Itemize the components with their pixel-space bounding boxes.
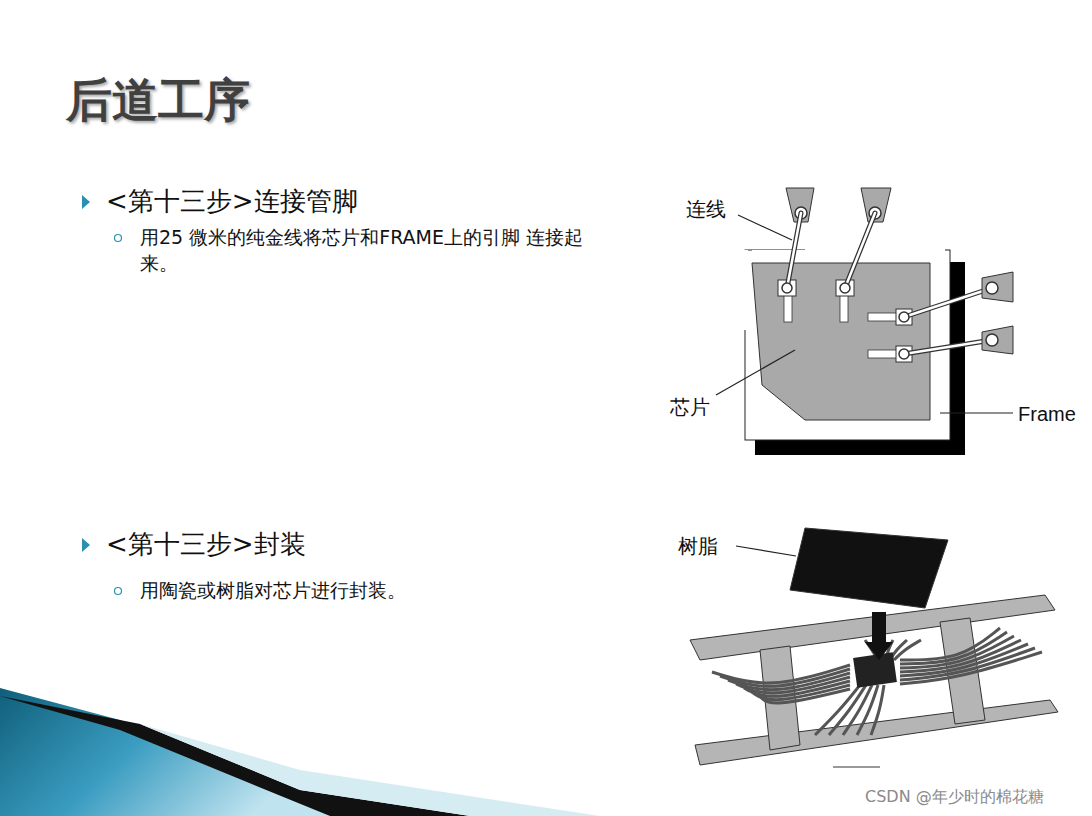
- packaging-figure: [690, 528, 1058, 767]
- chip: [752, 263, 930, 420]
- part-label: 连线: [686, 196, 726, 223]
- bullet-marker: [82, 538, 90, 552]
- part-label: Frame: [1018, 401, 1076, 428]
- resin-block: [790, 528, 948, 608]
- lead-finger: [900, 652, 1042, 684]
- lead-finger: [760, 689, 850, 703]
- part-label: 树脂: [678, 533, 718, 560]
- watermark: CSDN @年少时的棉花糖: [865, 786, 1044, 808]
- slide-title: 后道工序: [66, 70, 250, 132]
- bullet-marker: [82, 195, 90, 209]
- part-label: 芯片: [670, 394, 710, 421]
- bullet-heading: <第十三步>封装: [106, 527, 306, 562]
- bullet-body: 用陶瓷或树脂对芯片进行封装。: [140, 578, 406, 604]
- bullet-body: 用25 微米的纯金线将芯片和FRAME上的引脚 连接起来。: [140, 225, 615, 276]
- sub-bullet: [115, 588, 122, 595]
- sub-bullet: [115, 235, 122, 242]
- bullet-heading: <第十三步>连接管脚: [106, 184, 358, 219]
- lead-finger: [894, 640, 921, 660]
- corner-light: [140, 724, 600, 816]
- lead-finger: [871, 685, 884, 735]
- lead-finger: [815, 685, 860, 735]
- bonding-figure: [716, 188, 1013, 455]
